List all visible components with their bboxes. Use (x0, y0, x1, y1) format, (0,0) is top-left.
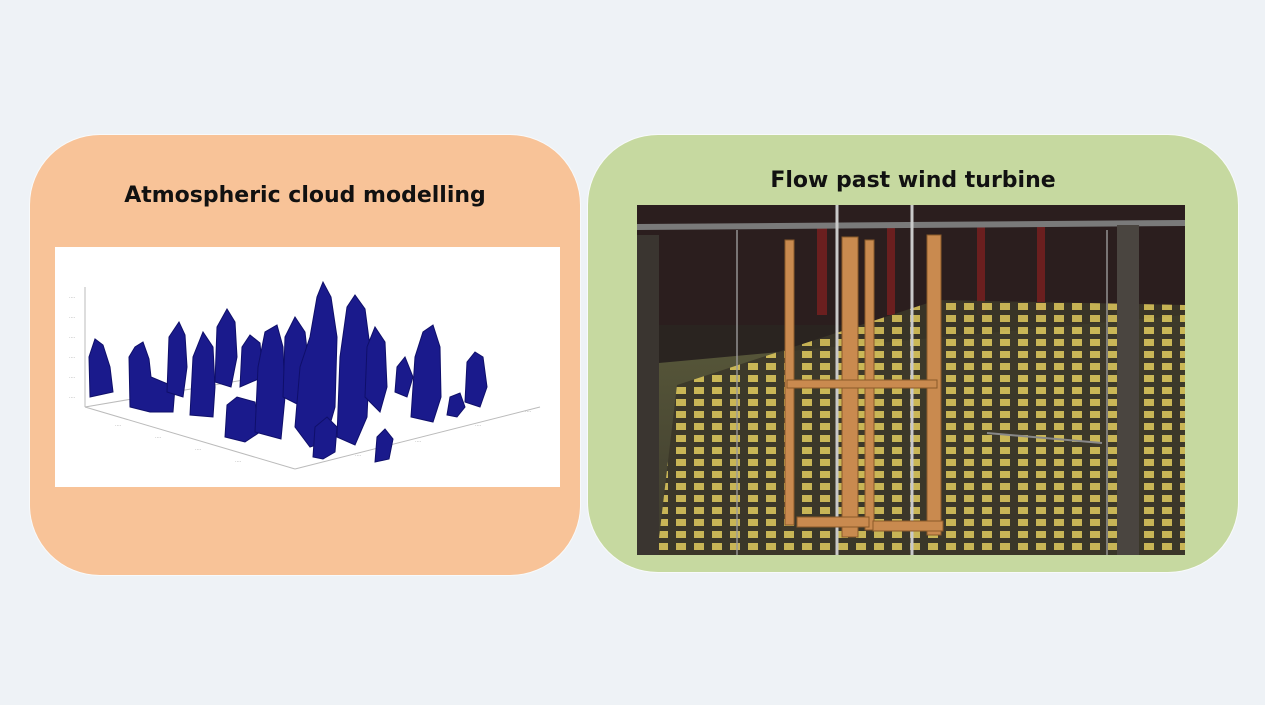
svg-text:····: ···· (69, 395, 76, 401)
svg-text:····: ···· (195, 447, 202, 453)
svg-text:····: ···· (69, 315, 76, 321)
cloud-modelling-card: Atmospheric cloud modelling (30, 135, 580, 575)
wind-turbine-card: Flow past wind turbine (588, 135, 1238, 572)
svg-text:····: ···· (415, 439, 422, 445)
svg-text:····: ···· (155, 435, 162, 441)
svg-text:····: ···· (525, 409, 532, 415)
wind-turbine-title: Flow past wind turbine (770, 168, 1056, 193)
svg-text:····: ···· (235, 459, 242, 465)
svg-text:····: ···· (69, 335, 76, 341)
wind-tunnel-image (637, 205, 1185, 555)
svg-text:····: ···· (355, 453, 362, 459)
svg-text:····: ···· (475, 423, 482, 429)
svg-text:····: ···· (115, 423, 122, 429)
svg-text:····: ···· (69, 295, 76, 301)
svg-text:····: ···· (69, 355, 76, 361)
cloud-plot-image: ···· ···· ···· ···· ···· ···· ···· ···· … (55, 247, 560, 487)
cloud-modelling-title: Atmospheric cloud modelling (124, 183, 486, 208)
svg-text:····: ···· (69, 375, 76, 381)
